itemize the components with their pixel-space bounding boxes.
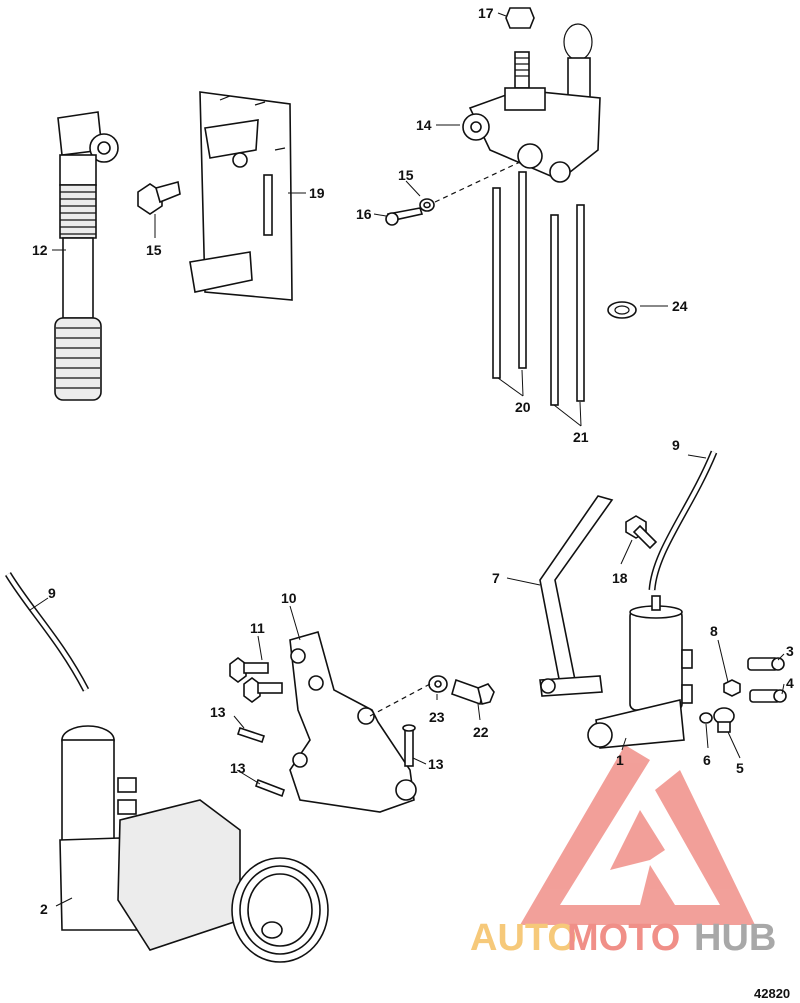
part-19-bracket-plate [189, 91, 293, 301]
figure-id: 42820 [754, 986, 790, 1001]
part-22-bolt [451, 678, 495, 706]
part-4-fitting [749, 689, 787, 703]
part-5-fitting [713, 707, 735, 733]
part-15-washer [419, 198, 435, 212]
callout-13-b: 13 [230, 760, 246, 776]
callout-23: 23 [429, 709, 445, 725]
part-20-tubes [492, 171, 527, 379]
part-1-housing [587, 595, 693, 749]
callout-8: 8 [710, 623, 718, 639]
callout-21: 21 [573, 429, 589, 445]
watermark-triangle [520, 745, 755, 925]
callout-14: 14 [416, 117, 432, 133]
callout-2: 2 [40, 901, 48, 917]
callout-15-bolt: 15 [146, 242, 162, 258]
part-3-fitting [747, 657, 785, 671]
callout-19: 19 [309, 185, 325, 201]
callout-6: 6 [703, 752, 711, 768]
callout-15-washer: 15 [398, 167, 414, 183]
callout-24: 24 [672, 298, 688, 314]
callout-labels: 12 15 19 17 14 15 16 20 21 24 9 9 7 18 1… [32, 5, 794, 917]
leader-lines [29, 12, 785, 907]
part-13-bolt-b [254, 778, 286, 798]
part-11-bolt [229, 657, 283, 703]
callout-9-right: 9 [672, 437, 680, 453]
part-14-valve-block [462, 23, 601, 183]
watermark-logo [520, 745, 755, 925]
callout-9-left: 9 [48, 585, 56, 601]
callout-22: 22 [473, 724, 489, 740]
watermark-text: AUTO MOTO HUB [470, 917, 776, 959]
part-24-clamp [607, 301, 637, 319]
watermark-part-a: AUTO [470, 917, 577, 959]
callout-16: 16 [356, 206, 372, 222]
callout-5: 5 [736, 760, 744, 776]
callout-10: 10 [281, 590, 297, 606]
callout-3: 3 [786, 643, 794, 659]
watermark-part-b: MOTO [567, 917, 680, 959]
part-17-fitting [505, 7, 535, 29]
part-6-washer [699, 712, 713, 724]
callout-1: 1 [616, 752, 624, 768]
part-21-tubes [550, 204, 585, 406]
callout-17: 17 [478, 5, 494, 21]
part-13-bolt-a [236, 726, 266, 744]
callout-11: 11 [250, 620, 265, 636]
watermark-part-c: HUB [694, 917, 776, 959]
callout-12: 12 [32, 242, 48, 258]
part-8-plug [723, 679, 741, 697]
callout-13-c: 13 [428, 756, 444, 772]
callout-4: 4 [786, 675, 794, 691]
callout-7: 7 [492, 570, 500, 586]
part-16-screw [385, 207, 424, 226]
callout-18: 18 [612, 570, 628, 586]
part-18-bolt [625, 515, 658, 550]
callout-13-a: 13 [210, 704, 226, 720]
part-9-hose-left [5, 572, 90, 692]
callout-20: 20 [515, 399, 531, 415]
part-2-water-pump [59, 725, 329, 963]
part-12-hose [54, 111, 119, 401]
part-7-bracket [539, 495, 614, 697]
part-13-bolt-c [402, 724, 416, 767]
part-9-hose-right [648, 450, 718, 591]
part-10-bracket [289, 631, 417, 813]
part-23-washer [428, 675, 448, 693]
part-15-bolt [137, 180, 181, 215]
